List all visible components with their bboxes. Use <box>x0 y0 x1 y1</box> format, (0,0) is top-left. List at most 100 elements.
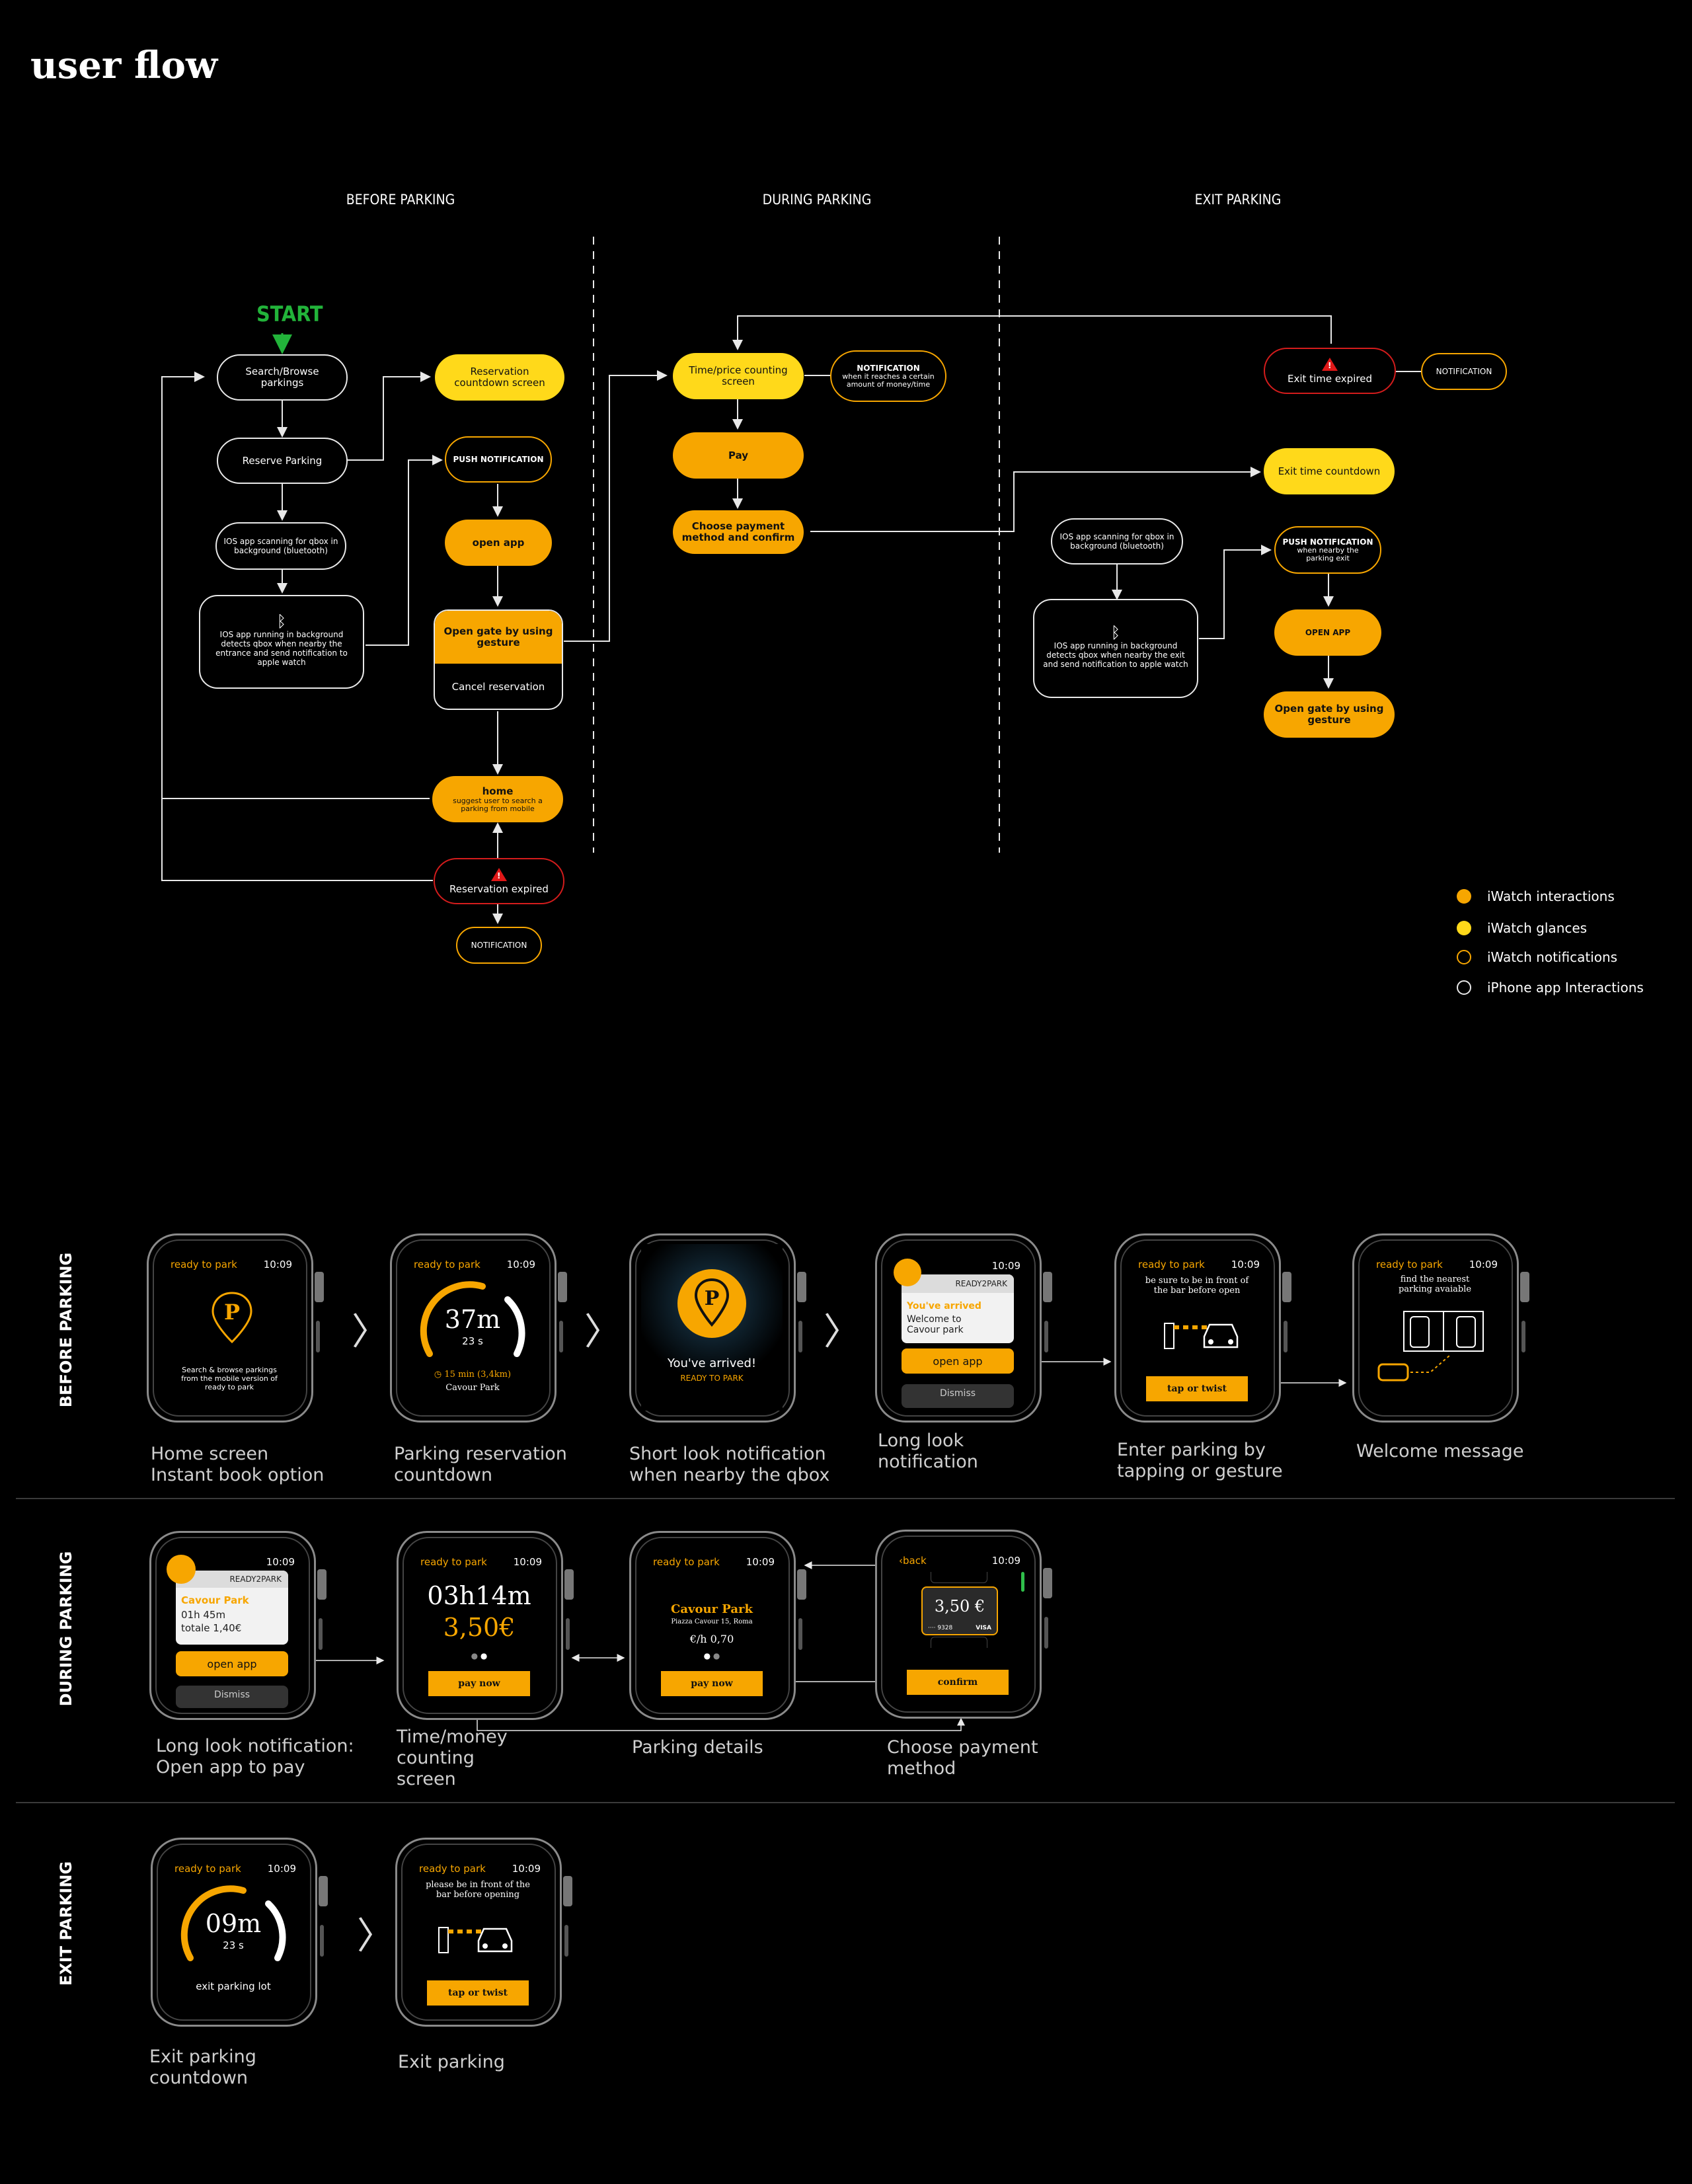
home-sub: suggest user to search a parking from mo… <box>453 796 543 813</box>
open-app-button[interactable]: open app <box>902 1348 1014 1374</box>
watch-crown[interactable] <box>315 1272 324 1302</box>
exit-ios-scanning-node: IOS app scanning for qbox in background … <box>1051 518 1183 565</box>
status-time: 10:09 <box>513 1556 542 1568</box>
watch-crown[interactable] <box>1282 1272 1291 1302</box>
park-name: Cavour Park <box>671 1602 753 1616</box>
chevron-right-icon: 〉 <box>824 1311 861 1354</box>
payment-card[interactable]: 3,50 € ···· 9328 VISA <box>921 1586 998 1635</box>
exit-open-app-node: OPEN APP <box>1274 609 1381 656</box>
home-node: home suggest user to search a parking fr… <box>432 776 563 822</box>
exit-time-expired-node: Exit time expired <box>1264 348 1396 394</box>
watch-crown[interactable] <box>797 1569 806 1600</box>
watch-long-look-during: 10:09 READY2PARK Cavour Park 01h 45m tot… <box>149 1531 327 1720</box>
enter-message: be sure to be in front of the bar before… <box>1145 1276 1249 1296</box>
status-app-label: ready to park <box>420 1556 487 1568</box>
status-time: 10:09 <box>263 1259 292 1270</box>
pay-now-button[interactable]: pay now <box>661 1671 763 1696</box>
open-gate-group: Open gate by using gesture Cancel reserv… <box>434 609 563 710</box>
push-notification-node: PUSH NOTIFICATION <box>445 436 552 483</box>
card-brand: VISA <box>976 1625 991 1631</box>
watch-crown[interactable] <box>563 1876 572 1906</box>
ios-scanning-node: IOS app scanning for qbox in background … <box>215 522 346 570</box>
exit-countdown-minutes: 09m <box>205 1909 262 1938</box>
notification-app-name: READY2PARK <box>229 1575 282 1584</box>
notification-app-name: READY2PARK <box>955 1279 1007 1288</box>
open-gate-node: Open gate by using gesture <box>435 611 562 664</box>
exit-push-title: PUSH NOTIFICATION <box>1282 537 1373 547</box>
watch-crown[interactable] <box>1520 1272 1529 1302</box>
open-app-button[interactable]: open app <box>176 1651 288 1676</box>
page-dots: ● ● <box>471 1651 488 1660</box>
back-link[interactable]: ‹back <box>899 1555 927 1567</box>
reservation-countdown-node: Reservation countdown screen <box>435 354 564 401</box>
home-description: Search & browse parkings from the mobile… <box>181 1366 278 1391</box>
reserve-parking-node: Reserve Parking <box>217 438 348 484</box>
cancel-reservation-node: Cancel reservation <box>451 680 545 693</box>
distance-value: 15 min (3,4km) <box>444 1370 512 1380</box>
status-time: 10:09 <box>991 1555 1020 1567</box>
exit-ios-running-node: ᛒ IOS app running in background detects … <box>1033 599 1198 698</box>
payment-amount: 3,50 € <box>934 1597 985 1616</box>
confirm-button[interactable]: confirm <box>907 1670 1009 1695</box>
page-dots: ● ● <box>703 1651 720 1660</box>
watch-crown[interactable] <box>1043 1272 1052 1302</box>
chevron-right-icon: 〉 <box>357 1915 394 1958</box>
section-label-exit: EXIT PARKING <box>57 1861 75 1986</box>
tap-or-twist-button[interactable]: tap or twist <box>1146 1376 1248 1401</box>
watch-payment: ‹back 10:09 3,50 € ···· 9328 VISA confir… <box>875 1530 1052 1719</box>
countdown-minutes: 37m <box>444 1305 501 1334</box>
ios-running-node: ᛒ IOS app running in background detects … <box>199 595 364 689</box>
status-app-label: ready to park <box>1376 1259 1443 1270</box>
tap-or-twist-button[interactable]: tap or twist <box>427 1980 529 2006</box>
phase-exit-header: EXIT PARKING <box>1194 192 1282 208</box>
notification-during-node: NOTIFICATION when it reaches a certain a… <box>830 350 946 402</box>
status-app-label: ready to park <box>419 1863 486 1875</box>
countdown-seconds: 23 s <box>462 1335 483 1347</box>
status-time: 10:09 <box>506 1259 535 1270</box>
countdown-ring <box>180 1885 286 1961</box>
dismiss-button[interactable]: Dismiss <box>176 1686 288 1708</box>
dismiss-button[interactable]: Dismiss <box>902 1384 1014 1408</box>
status-time: 10:09 <box>266 1556 295 1568</box>
pay-now-button[interactable]: pay now <box>428 1671 530 1696</box>
ios-running-label: IOS app running in background detects qb… <box>215 630 348 667</box>
section-separator <box>16 1498 1675 1499</box>
notification-total: totale 1,40€ <box>181 1622 242 1634</box>
watch-crown[interactable] <box>558 1272 567 1302</box>
watch-crown[interactable] <box>317 1569 327 1600</box>
card-number: ···· 9328 <box>928 1625 953 1631</box>
caption-long-look-during: Long look notification:Open app to pay <box>156 1736 354 1777</box>
legend-dot <box>1457 980 1471 995</box>
chevron-right-icon: 〉 <box>584 1311 621 1354</box>
watch-crown[interactable] <box>319 1876 328 1906</box>
watch-long-look: 10:09 READY2PARK You've arrived Welcome … <box>875 1233 1052 1423</box>
watch-crown[interactable] <box>797 1272 806 1302</box>
watch-crown[interactable] <box>564 1569 574 1600</box>
warning-icon <box>1322 357 1338 371</box>
notification-duration: 01h 45m <box>181 1609 226 1621</box>
park-address: Piazza Cavour 15, Roma <box>671 1618 753 1625</box>
watch-crown[interactable] <box>1043 1568 1052 1598</box>
legend-dot <box>1457 921 1471 935</box>
car-barrier-icon <box>438 1927 513 1953</box>
caption-details: Parking details <box>632 1737 763 1758</box>
place-label: Cavour Park <box>445 1383 500 1393</box>
notification-title: Cavour Park <box>181 1594 249 1606</box>
watch-home: ready to park 10:09 P Search & browse pa… <box>147 1233 324 1423</box>
welcome-message: find the nearest parking avaiable <box>1398 1274 1472 1294</box>
exit-countdown-seconds: 23 s <box>223 1939 244 1951</box>
car-barrier-icon <box>1164 1323 1239 1349</box>
section-separator <box>16 1802 1675 1803</box>
legend-item: iWatch notifications <box>1457 949 1617 965</box>
watch-reservation-countdown: ready to park 10:09 37m 23 s ◷ 15 min (3… <box>390 1233 567 1423</box>
status-time: 10:09 <box>991 1260 1020 1272</box>
exit-label: exit parking lot <box>196 1980 271 1992</box>
status-app-label: ready to park <box>1138 1259 1205 1270</box>
notification-before-node: NOTIFICATION <box>456 927 542 964</box>
ready-to-park-logo-icon[interactable]: P <box>210 1290 254 1345</box>
